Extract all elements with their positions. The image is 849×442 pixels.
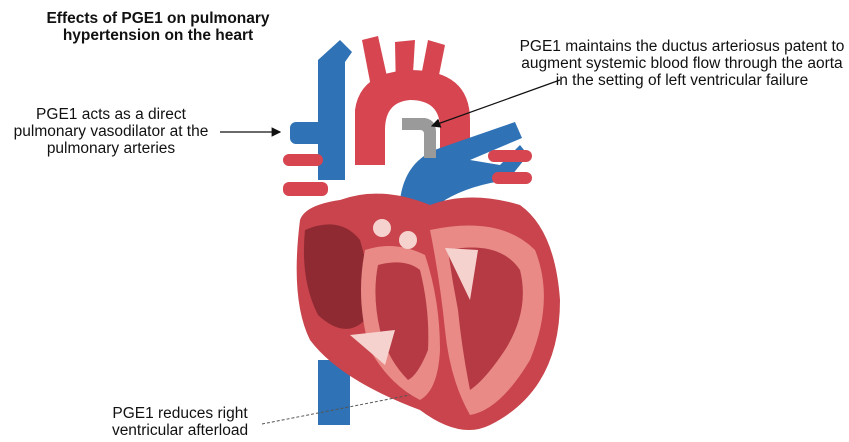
- pulmonary-valve: [399, 231, 417, 249]
- aortic-valve: [373, 219, 391, 237]
- ductus-arteriosus: [402, 118, 436, 158]
- superior-vena-cava: [318, 40, 352, 180]
